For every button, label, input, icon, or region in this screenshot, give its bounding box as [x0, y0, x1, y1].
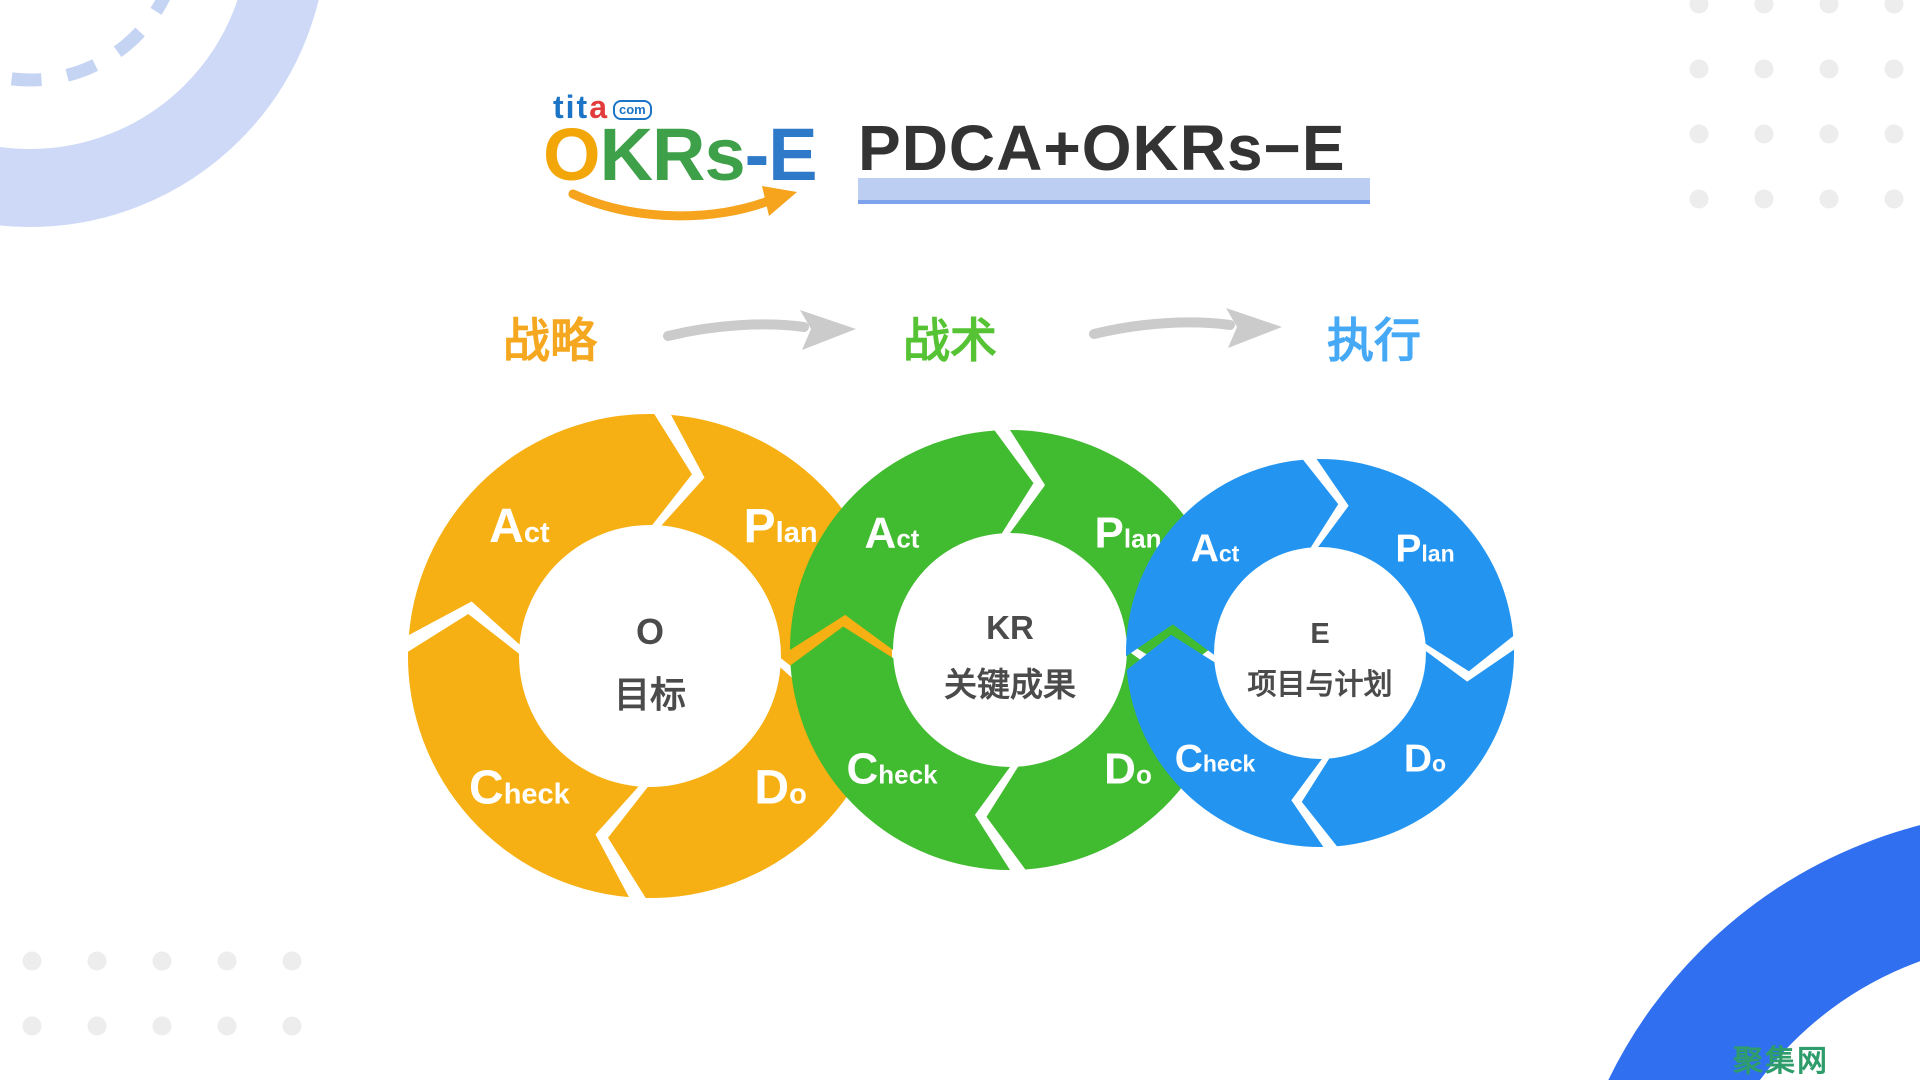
flow-step-tactics: 战术	[903, 314, 997, 367]
deco-dot	[1689, 189, 1709, 209]
segment-label-plan: Plan	[744, 500, 818, 553]
flow-arrow-icon	[1089, 308, 1282, 348]
title-underline	[858, 178, 1370, 204]
wordmark-krs: KRs	[599, 113, 746, 196]
deco-dot	[1689, 124, 1709, 144]
watermark: 聚集网	[1733, 1045, 1829, 1078]
cycle-segment	[1301, 649, 1514, 847]
deco-dot	[152, 951, 172, 971]
deco-dot	[1754, 189, 1774, 209]
deco-dot	[87, 1016, 107, 1036]
cycle-segment	[790, 626, 1010, 871]
deco-dot	[1819, 59, 1839, 79]
cycle-segment	[1316, 459, 1514, 672]
cycle-segment	[661, 414, 893, 698]
dashed-arc	[0, 0, 170, 87]
segment-label-act: Act	[1191, 528, 1240, 571]
cycle-segment	[408, 413, 692, 645]
segment-label-act: Act	[865, 508, 920, 557]
deco-dot	[1689, 0, 1709, 14]
deco-dot	[1884, 189, 1904, 209]
cycle-segment	[789, 430, 1034, 650]
deco-dot	[1819, 189, 1839, 209]
deco-dot	[282, 951, 302, 971]
cycle-center-disc	[1213, 546, 1427, 760]
deco-dot	[217, 1016, 237, 1036]
deco-dot	[87, 951, 107, 971]
cycle-center-label: 关键成果	[944, 666, 1076, 703]
deco-dot	[1819, 0, 1839, 14]
flow-step-strategy: 战略	[503, 314, 597, 367]
deco-dot	[1754, 0, 1774, 14]
deco-dot	[1884, 0, 1904, 14]
segment-label-plan: Plan	[1095, 508, 1162, 557]
cycle-center-label: 目标	[614, 674, 686, 715]
flow-arrow-icon	[663, 310, 856, 350]
segment-label-do: Do	[1104, 744, 1152, 793]
segment-label-check: Check	[469, 761, 571, 814]
deco-dot	[152, 1016, 172, 1036]
tita-brand-prefix: tit	[553, 89, 590, 125]
deco-dot	[1754, 124, 1774, 144]
segment-label-check: Check	[846, 744, 938, 793]
segment-label-do: Do	[754, 761, 806, 814]
cycle-segment	[1126, 634, 1324, 847]
cycle-center-label: O	[636, 611, 664, 652]
cycle-center-label: E	[1310, 618, 1329, 650]
deco-dot	[282, 1016, 302, 1036]
deco-dot	[22, 1016, 42, 1036]
cycle-center-label: 项目与计划	[1247, 668, 1392, 701]
deco-dot	[1689, 59, 1709, 79]
deco-dot	[1884, 124, 1904, 144]
flow-step-execution: 执行	[1327, 314, 1421, 367]
cycle-center-disc	[892, 532, 1128, 768]
segment-label-plan: Plan	[1395, 528, 1454, 571]
com-badge: com	[613, 100, 652, 120]
cycle-segment	[1126, 459, 1339, 657]
cycle-center-disc	[518, 524, 782, 788]
segment-label-do: Do	[1404, 738, 1446, 781]
segment-label-check: Check	[1175, 738, 1256, 781]
deco-dot	[22, 951, 42, 971]
segment-label-act: Act	[489, 500, 550, 553]
page-title: PDCA+OKRs−E	[858, 112, 1346, 184]
wordmark-e: -E	[744, 113, 818, 196]
deco-dot	[217, 951, 237, 971]
solid-arc	[0, 0, 319, 227]
corner-arc-decoration-top-left	[0, 0, 319, 227]
wordmark-o: O	[543, 113, 601, 196]
cycle-segment	[407, 614, 639, 898]
deco-dot	[1819, 124, 1839, 144]
page-title-wrap: PDCA+OKRs−E	[858, 112, 1370, 204]
dot-grid-top-right	[1689, 0, 1904, 209]
okrs-e-wordmark: OKRs-E	[543, 118, 818, 192]
tita-brand-suffix: a	[589, 89, 609, 125]
cycle-center-label: KR	[986, 609, 1034, 646]
deco-dot	[1754, 59, 1774, 79]
swoosh-arrow-icon	[568, 186, 797, 221]
deco-dot	[1884, 59, 1904, 79]
dot-grid-bottom-left	[22, 951, 302, 1036]
